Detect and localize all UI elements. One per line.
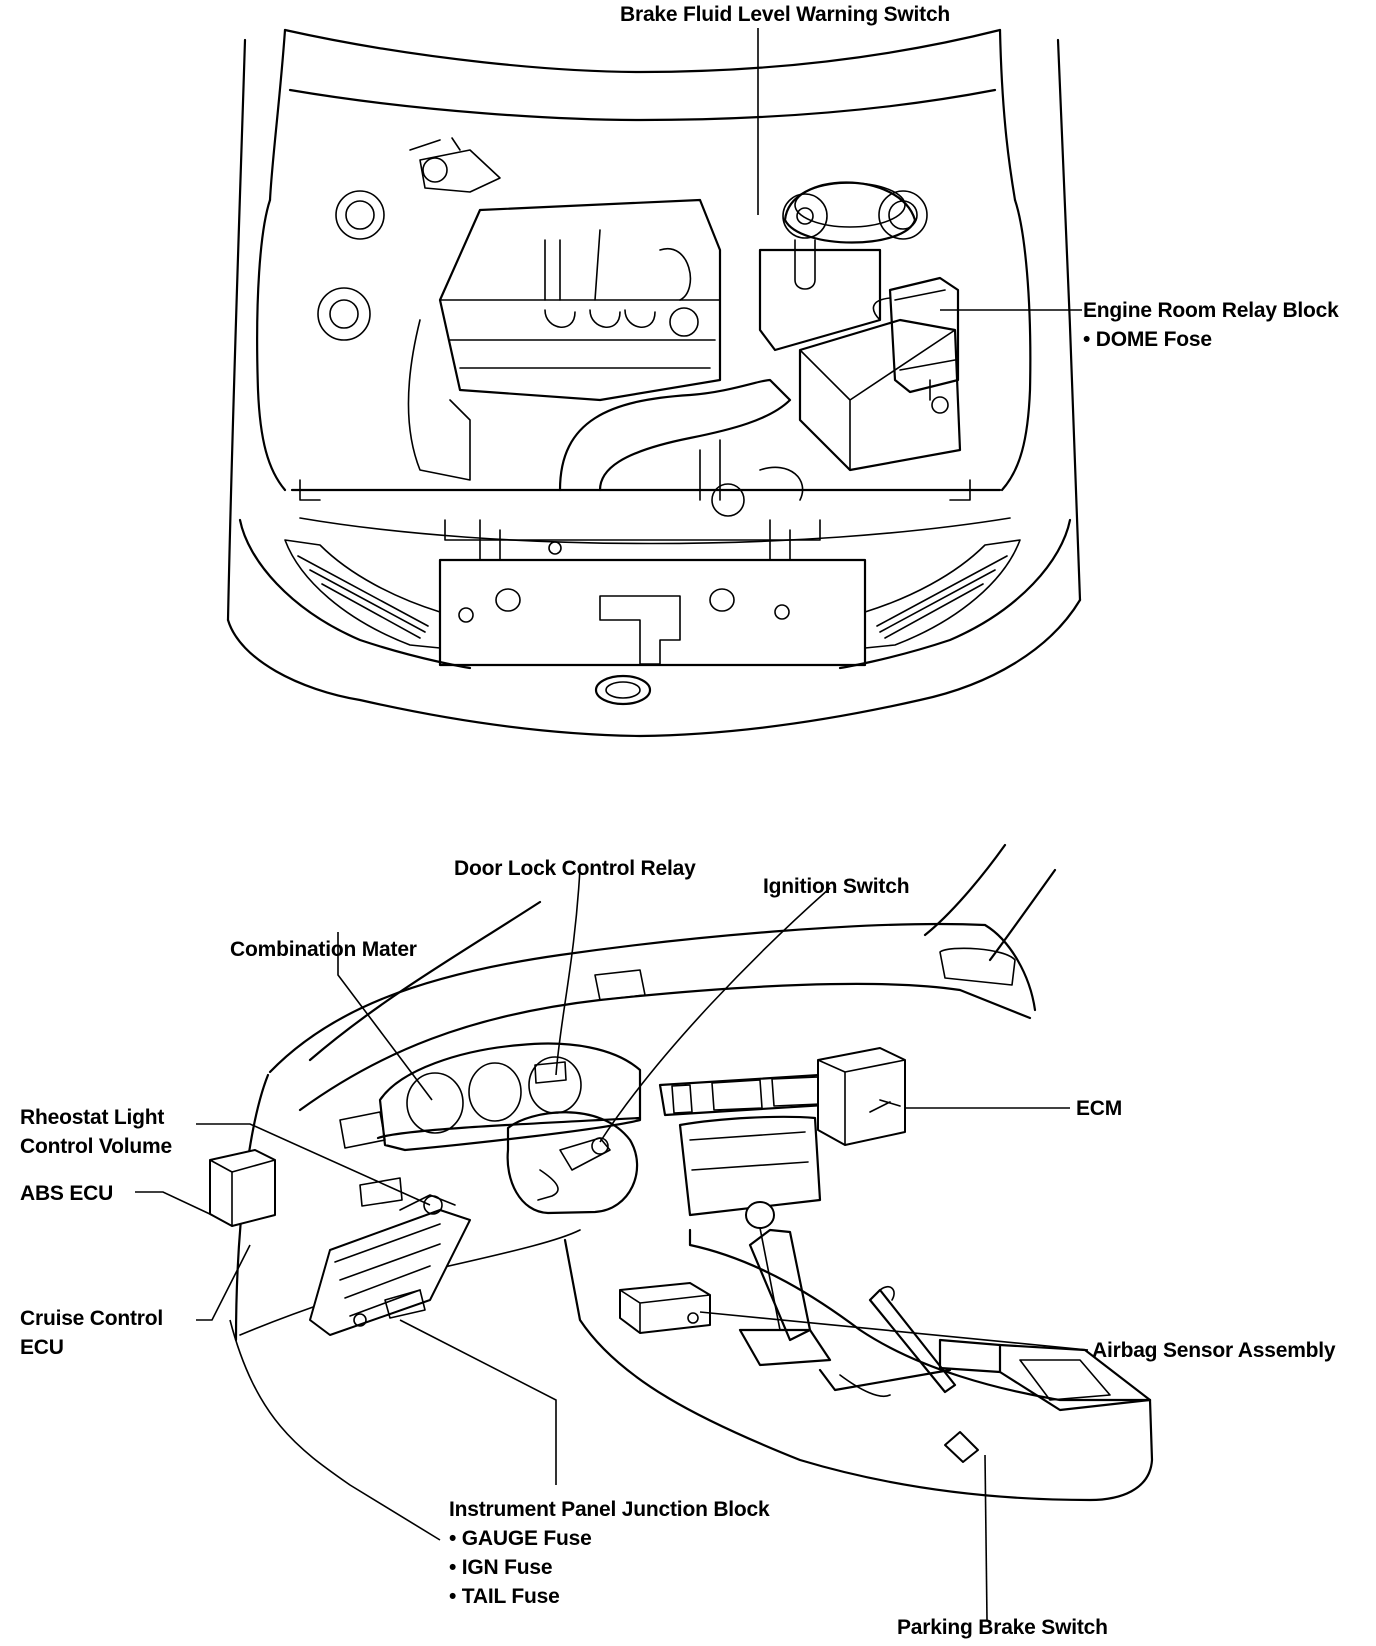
leader-abs-ecu <box>135 1191 213 1216</box>
leader-door-lock <box>555 867 581 1076</box>
tail-fuse-item: • TAIL Fuse <box>449 1585 560 1608</box>
door-lock-control-relay-label: Door Lock Control Relay <box>454 857 696 880</box>
cruise-line-1: Cruise Control <box>20 1307 164 1330</box>
instrument-panel-junction-block-label: Instrument Panel Junction Block • GAUGE … <box>449 1495 770 1611</box>
leader-parking-brake <box>984 1454 988 1621</box>
cruise-control-ecu-label: Cruise Control ECU <box>20 1304 163 1362</box>
ecm-label: ECM <box>1076 1097 1123 1120</box>
abs-ecu-label: ABS ECU <box>20 1182 114 1205</box>
dome-fuse-item: • DOME Fose <box>1083 328 1212 351</box>
leader-ignition <box>599 887 831 1143</box>
leader-junction-outer <box>229 1319 441 1541</box>
leader-cruise <box>196 1244 251 1321</box>
junction-block-title: Instrument Panel Junction Block <box>449 1498 770 1521</box>
ign-fuse-item: • IGN Fuse <box>449 1556 553 1579</box>
combination-meter-label: Combination Mater <box>230 938 417 961</box>
parking-brake-switch-label: Parking Brake Switch <box>897 1616 1108 1639</box>
cruise-line-2: ECU <box>20 1336 64 1359</box>
dashboard-illustration <box>209 843 1154 1502</box>
airbag-sensor-assembly-label: Airbag Sensor Assembly <box>1092 1339 1336 1362</box>
brake-fluid-level-switch-label: Brake Fluid Level Warning Switch <box>620 3 951 26</box>
leader-airbag <box>699 1311 1089 1351</box>
leader-combination-meter <box>337 932 433 1101</box>
leader-rheostat <box>196 1123 431 1206</box>
engine-compartment-illustration <box>226 28 1082 738</box>
gauge-fuse-item: • GAUGE Fuse <box>449 1527 592 1550</box>
relay-block-title: Engine Room Relay Block <box>1083 299 1339 322</box>
ignition-switch-label: Ignition Switch <box>763 875 910 898</box>
leader-junction-block <box>399 1319 557 1485</box>
engine-room-relay-block-label: Engine Room Relay Block • DOME Fose <box>1083 296 1339 354</box>
rheostat-light-control-label: Rheostat Light Control Volume <box>20 1103 172 1161</box>
rheostat-line-1: Rheostat Light <box>20 1106 165 1129</box>
leader-lines <box>135 28 1089 1621</box>
rheostat-line-2: Control Volume <box>20 1135 172 1158</box>
